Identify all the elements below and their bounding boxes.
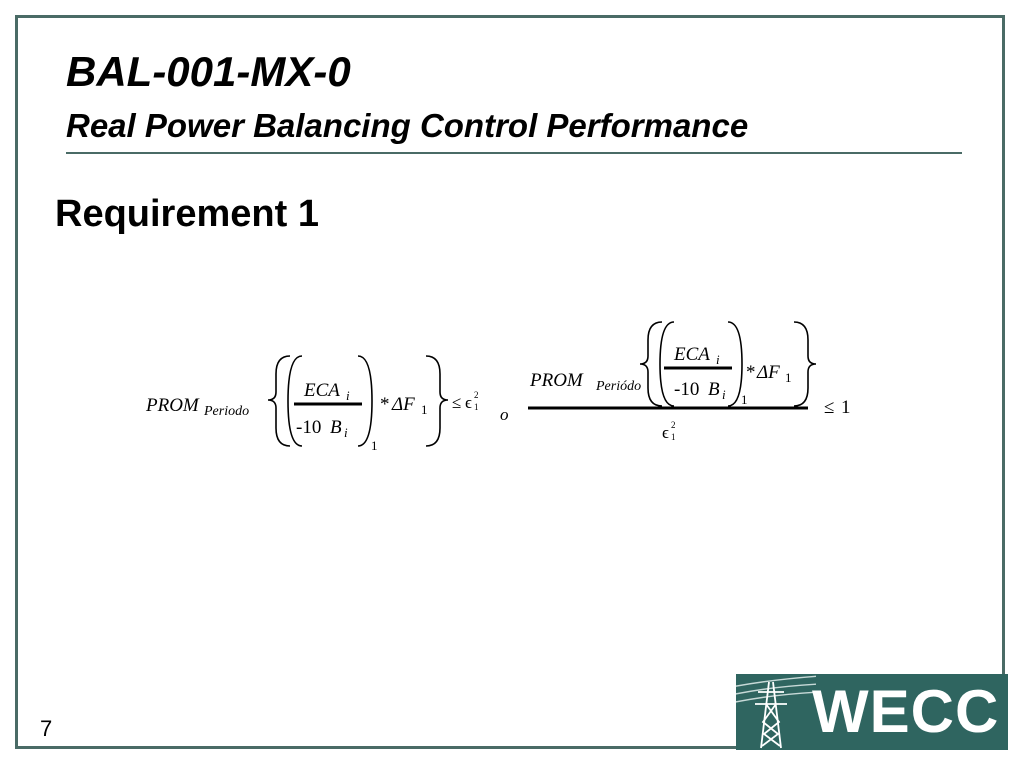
formula-b-left: B: [330, 417, 342, 438]
formula-right-paren-open: [659, 321, 675, 407]
formula-right-brace-open: [639, 321, 663, 407]
formula-epsilon-sup-denominator: 2: [671, 420, 676, 430]
wecc-logo-text: WECC: [812, 678, 1000, 745]
formula-prom-right: PROM: [529, 370, 584, 391]
formula-eca-left: ECA: [303, 380, 340, 401]
formula-star-right: *: [746, 362, 756, 383]
formula-delta-f-sub-right: 1: [785, 370, 792, 385]
formula-left-paren-open: [287, 355, 303, 447]
formula-periodo-right: Periódo: [595, 379, 641, 394]
formula-epsilon-sub-denominator: 1: [671, 432, 676, 442]
formula-left-paren-close: [357, 355, 373, 447]
formula-prom-left: PROM: [145, 395, 200, 416]
formula-delta-f-right: ΔF: [756, 362, 780, 383]
formula-leq-right: ≤: [824, 397, 834, 418]
formula-delta-f-left: ΔF: [391, 394, 415, 415]
formula-b-right: B: [708, 379, 720, 400]
formula-eca-sub-left: i: [346, 388, 350, 403]
formula-right-brace-close: [793, 321, 817, 407]
formula-b-sub-left: i: [344, 425, 348, 440]
formula-neg-ten-right: -10: [674, 379, 699, 400]
formula-epsilon-sup-left: 2: [474, 390, 479, 400]
transmission-tower-icon: [736, 675, 816, 749]
requirement-formula: PROM Periodo ECA i -10 B i 1 * ΔF 1 ≤ ϵ …: [145, 321, 851, 453]
formula-or-word: o: [500, 405, 509, 424]
formula-neg-ten-left: -10: [296, 417, 321, 438]
formula-eca-right: ECA: [673, 344, 710, 365]
page-number: 7: [40, 716, 53, 741]
formula-b-sub-right: i: [722, 387, 726, 402]
formula-delta-f-sub-left: 1: [421, 402, 428, 417]
formula-epsilon-left: ϵ: [465, 393, 472, 412]
formula-sub-one-left: 1: [371, 438, 378, 453]
formula-leq-left: ≤: [452, 393, 461, 412]
formula-epsilon-denominator: ϵ: [662, 423, 669, 442]
formula-right-paren-close: [727, 321, 743, 407]
formula-left-brace-close: [425, 355, 449, 447]
slide-subtitle: Real Power Balancing Control Performance: [66, 107, 749, 144]
formula-star-left: *: [380, 394, 390, 415]
formula-eca-sub-right: i: [716, 352, 720, 367]
formula-sub-one-right: 1: [741, 392, 748, 407]
requirement-heading: Requirement 1: [55, 193, 319, 235]
slide-frame: [15, 15, 1005, 749]
formula-left-brace-open: [267, 355, 291, 447]
formula-epsilon-sub-left: 1: [474, 402, 479, 412]
formula-periodo-left: Periodo: [203, 404, 249, 419]
formula-one-right: 1: [841, 397, 851, 418]
title-divider: [66, 152, 962, 154]
slide-title: BAL-001-MX-0: [66, 48, 351, 95]
wecc-logo: WECC: [736, 674, 1008, 750]
